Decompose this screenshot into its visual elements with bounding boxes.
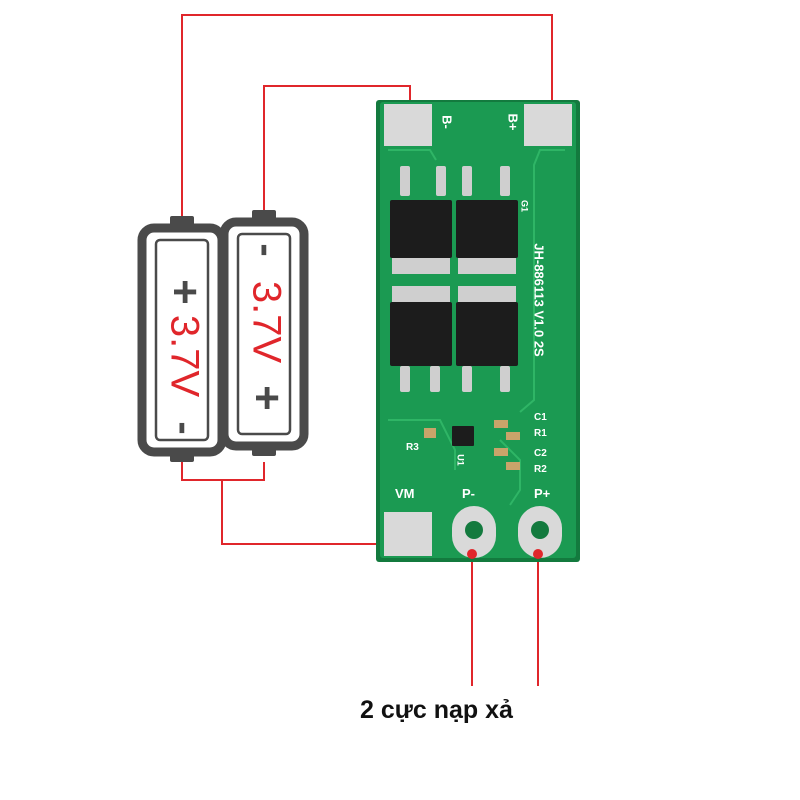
leg bbox=[500, 366, 510, 392]
resistor-r1 bbox=[506, 432, 520, 440]
caption-charge-discharge-terminals: 2 cực nạp xả bbox=[360, 696, 513, 724]
leg bbox=[462, 166, 472, 196]
trace-right bbox=[519, 149, 565, 413]
leg bbox=[430, 366, 440, 392]
leg bbox=[400, 366, 410, 392]
label-p-plus: P+ bbox=[534, 486, 551, 501]
capacitor-c2 bbox=[494, 448, 508, 456]
pad-p-minus-hole bbox=[465, 521, 483, 539]
label-vm: VM bbox=[395, 486, 415, 501]
mosfet-2 bbox=[456, 200, 518, 258]
battery-1-top-sign: + bbox=[160, 279, 209, 305]
mosfet-4 bbox=[456, 302, 518, 366]
wire-vm bbox=[221, 480, 385, 545]
label-b-plus: B+ bbox=[506, 114, 521, 131]
battery-1-voltage: 3.7V bbox=[162, 315, 206, 398]
battery-2-bottom-sign: + bbox=[242, 385, 291, 411]
resistor-r2 bbox=[506, 462, 520, 470]
mosfet-3 bbox=[390, 302, 452, 366]
mosfets bbox=[390, 200, 518, 366]
battery-1-bottom-sign: - bbox=[162, 421, 206, 434]
mosfet-legs-top bbox=[400, 166, 510, 196]
capacitor-c1 bbox=[494, 420, 508, 428]
trace-bottom-right bbox=[499, 439, 521, 506]
silkscreen-c2: C2 bbox=[534, 448, 547, 459]
silkscreen-c1: C1 bbox=[534, 412, 547, 423]
silkscreen-u1: U1 bbox=[456, 454, 466, 466]
smd-components bbox=[424, 420, 520, 470]
bms-board: B- B+ JH-886113 V1.0 2S bbox=[376, 100, 580, 562]
ic-u1 bbox=[452, 426, 474, 446]
pad-b-plus bbox=[524, 104, 572, 146]
battery-2: - 3.7V + bbox=[219, 210, 309, 456]
silkscreen-g1: G1 bbox=[520, 200, 530, 212]
silkscreen-r1: R1 bbox=[534, 428, 547, 439]
battery-2-voltage: 3.7V bbox=[244, 281, 288, 364]
terminal-dot-p-plus bbox=[533, 549, 543, 559]
battery-2-top-sign: - bbox=[244, 243, 288, 256]
mosfet-1 bbox=[390, 200, 452, 258]
label-p-minus: P- bbox=[462, 486, 475, 501]
battery-1-inner bbox=[154, 238, 210, 442]
leg bbox=[436, 166, 446, 196]
mosfet-1-tab bbox=[392, 254, 450, 274]
battery-1: + 3.7V - bbox=[137, 216, 227, 462]
leg bbox=[400, 166, 410, 196]
pad-b-minus bbox=[384, 104, 432, 146]
mosfet-3-tab bbox=[392, 286, 450, 306]
silkscreen-r2: R2 bbox=[534, 464, 547, 475]
mosfet-2-tab bbox=[458, 254, 516, 274]
mosfet-4-tab bbox=[458, 286, 516, 306]
trace-bottom bbox=[388, 419, 456, 470]
pad-vm bbox=[384, 512, 432, 556]
wires bbox=[181, 14, 553, 686]
label-b-minus: B- bbox=[440, 115, 455, 129]
resistor-r3 bbox=[424, 428, 436, 438]
terminal-dot-p-minus bbox=[467, 549, 477, 559]
silkscreen-r3: R3 bbox=[406, 442, 419, 453]
battery-2-inner bbox=[236, 232, 292, 436]
pad-p-plus-hole bbox=[531, 521, 549, 539]
mosfet-legs-bottom bbox=[400, 366, 510, 392]
wire-b-minus bbox=[263, 85, 411, 222]
silkscreen-model: JH-886113 V1.0 2S bbox=[532, 243, 547, 357]
leg bbox=[462, 366, 472, 392]
battery-2-body bbox=[219, 217, 309, 451]
board-traces bbox=[388, 149, 565, 506]
leg bbox=[500, 166, 510, 196]
trace-left bbox=[388, 149, 437, 161]
wire-series-link bbox=[181, 462, 265, 481]
wire-b-plus bbox=[181, 14, 553, 222]
